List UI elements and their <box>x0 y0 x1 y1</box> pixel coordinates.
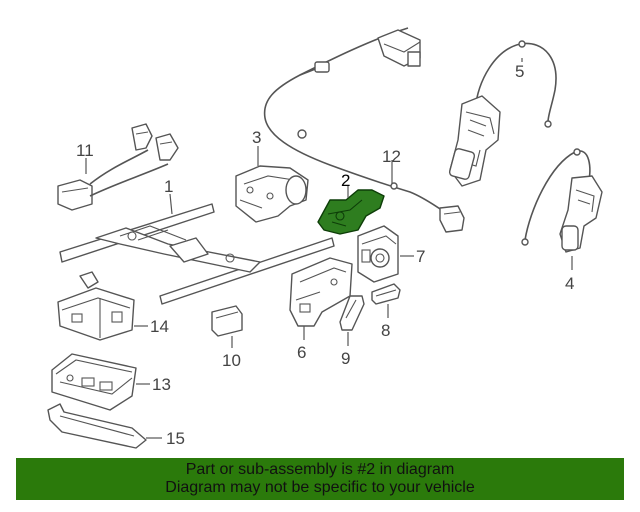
callout-15[interactable]: 15 <box>166 429 185 448</box>
callout-7[interactable]: 7 <box>416 247 425 266</box>
part-13-control-module[interactable] <box>51 353 137 411</box>
callout-4[interactable]: 4 <box>565 274 574 293</box>
callout-14[interactable]: 14 <box>150 317 169 336</box>
part-4-motor-lower[interactable] <box>521 148 603 253</box>
part-7-switch-housing[interactable] <box>357 225 399 283</box>
callout-3[interactable]: 3 <box>252 128 261 147</box>
part-10-cover[interactable] <box>211 305 243 337</box>
banner-line-1: Part or sub-assembly is #2 in diagram <box>185 461 455 478</box>
callout-5[interactable]: 5 <box>515 62 524 81</box>
part-2-actuator[interactable] <box>317 189 385 235</box>
callout-12[interactable]: 12 <box>382 147 401 166</box>
callout-10[interactable]: 10 <box>222 351 241 370</box>
part-6-side-panel[interactable] <box>289 257 353 327</box>
part-5-motor-upper[interactable] <box>448 40 557 187</box>
part-11-pigtail[interactable] <box>57 123 179 211</box>
part-9-knob[interactable] <box>339 295 365 331</box>
leader-1 <box>169 193 173 215</box>
callout-8[interactable]: 8 <box>381 321 390 340</box>
callout-2[interactable]: 2 <box>341 171 350 190</box>
part-12-harness[interactable] <box>263 27 465 233</box>
callout-13[interactable]: 13 <box>152 375 171 394</box>
part-15-shield[interactable] <box>47 403 147 449</box>
callout-11[interactable]: 11 <box>76 141 94 160</box>
part-14-module[interactable] <box>57 271 135 341</box>
banner-line-2: Diagram may not be specific to your vehi… <box>165 479 475 496</box>
info-banner: Part or sub-assembly is #2 in diagram Di… <box>16 458 624 500</box>
part-1-seat-track[interactable] <box>59 203 335 305</box>
callout-6[interactable]: 6 <box>297 343 306 362</box>
part-3-track-motor[interactable] <box>235 165 309 223</box>
callout-9[interactable]: 9 <box>341 349 350 368</box>
parts-diagram: 12 5 4 11 <box>47 27 603 449</box>
part-8-button[interactable] <box>371 283 401 305</box>
callout-1[interactable]: 1 <box>164 177 173 196</box>
